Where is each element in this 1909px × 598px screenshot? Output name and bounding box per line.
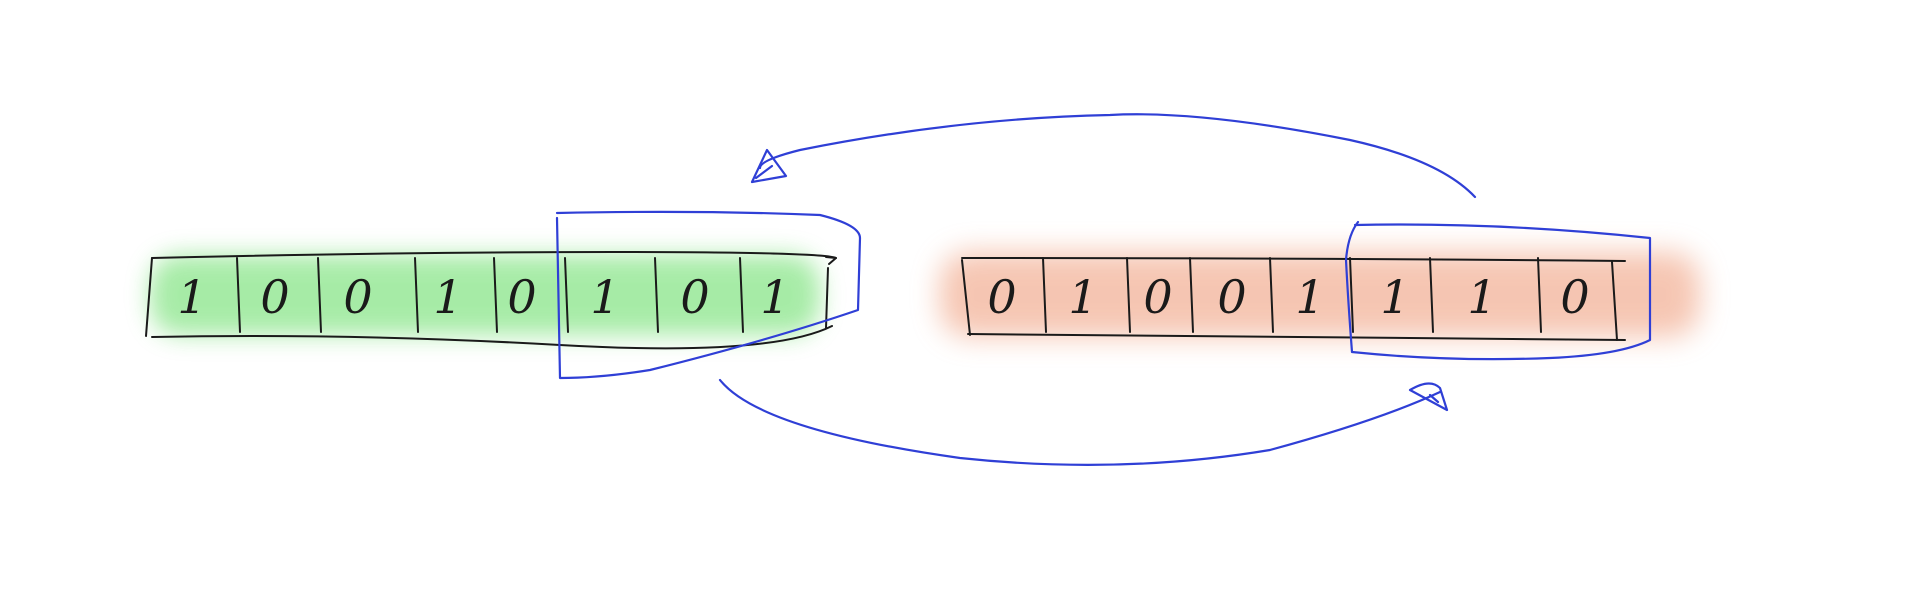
left-register-bit-cell: 1: [760, 270, 789, 324]
left-register-bit-cell: 0: [507, 270, 536, 324]
right-selection-box: [1344, 220, 1652, 361]
right-register-bit-cell: 1: [1068, 270, 1097, 324]
right-register-divider: [1537, 257, 1542, 333]
right-register-divider: [1189, 257, 1194, 333]
right-register-bit-cell: 1: [1295, 270, 1324, 324]
left-register-bit-cell: 1: [177, 270, 206, 324]
left-register-bit-cell: 0: [680, 270, 709, 324]
right-register-divider: [1429, 257, 1434, 333]
right-register-divider: [1126, 257, 1131, 333]
top-arrow: [758, 113, 1477, 199]
right-register-bit-cell: 0: [1560, 270, 1589, 324]
right-register-divider: [1269, 257, 1274, 333]
left-register-divider: [564, 257, 569, 333]
left-selection-box: [555, 210, 862, 380]
left-register-bit-cell: 0: [343, 270, 372, 324]
right-register-divider: [1042, 257, 1047, 333]
right-register-bit-cell: 0: [987, 270, 1016, 324]
bottom-arrow-head: [1408, 382, 1449, 412]
right-register-bit-cell: 0: [1217, 270, 1246, 324]
left-register-bit-cell: 1: [433, 270, 462, 324]
left-register-bit-cell: 1: [590, 270, 619, 324]
right-register-bit-cell: 1: [1380, 270, 1409, 324]
right-register-divider: [1349, 257, 1354, 333]
right-register-bit-cell: 0: [1143, 270, 1172, 324]
left-register-divider: [317, 257, 322, 333]
left-register-highlight: [150, 255, 820, 335]
left-register-divider: [654, 257, 659, 333]
left-register-divider: [236, 257, 241, 333]
bottom-arrow: [718, 378, 1442, 466]
left-register-bit-cell: 0: [260, 270, 289, 324]
left-register-divider: [414, 257, 419, 333]
right-register-bit-cell: 1: [1467, 270, 1496, 324]
left-register-divider: [739, 257, 744, 333]
top-arrow-head: [750, 148, 788, 184]
left-register-divider: [493, 257, 498, 333]
